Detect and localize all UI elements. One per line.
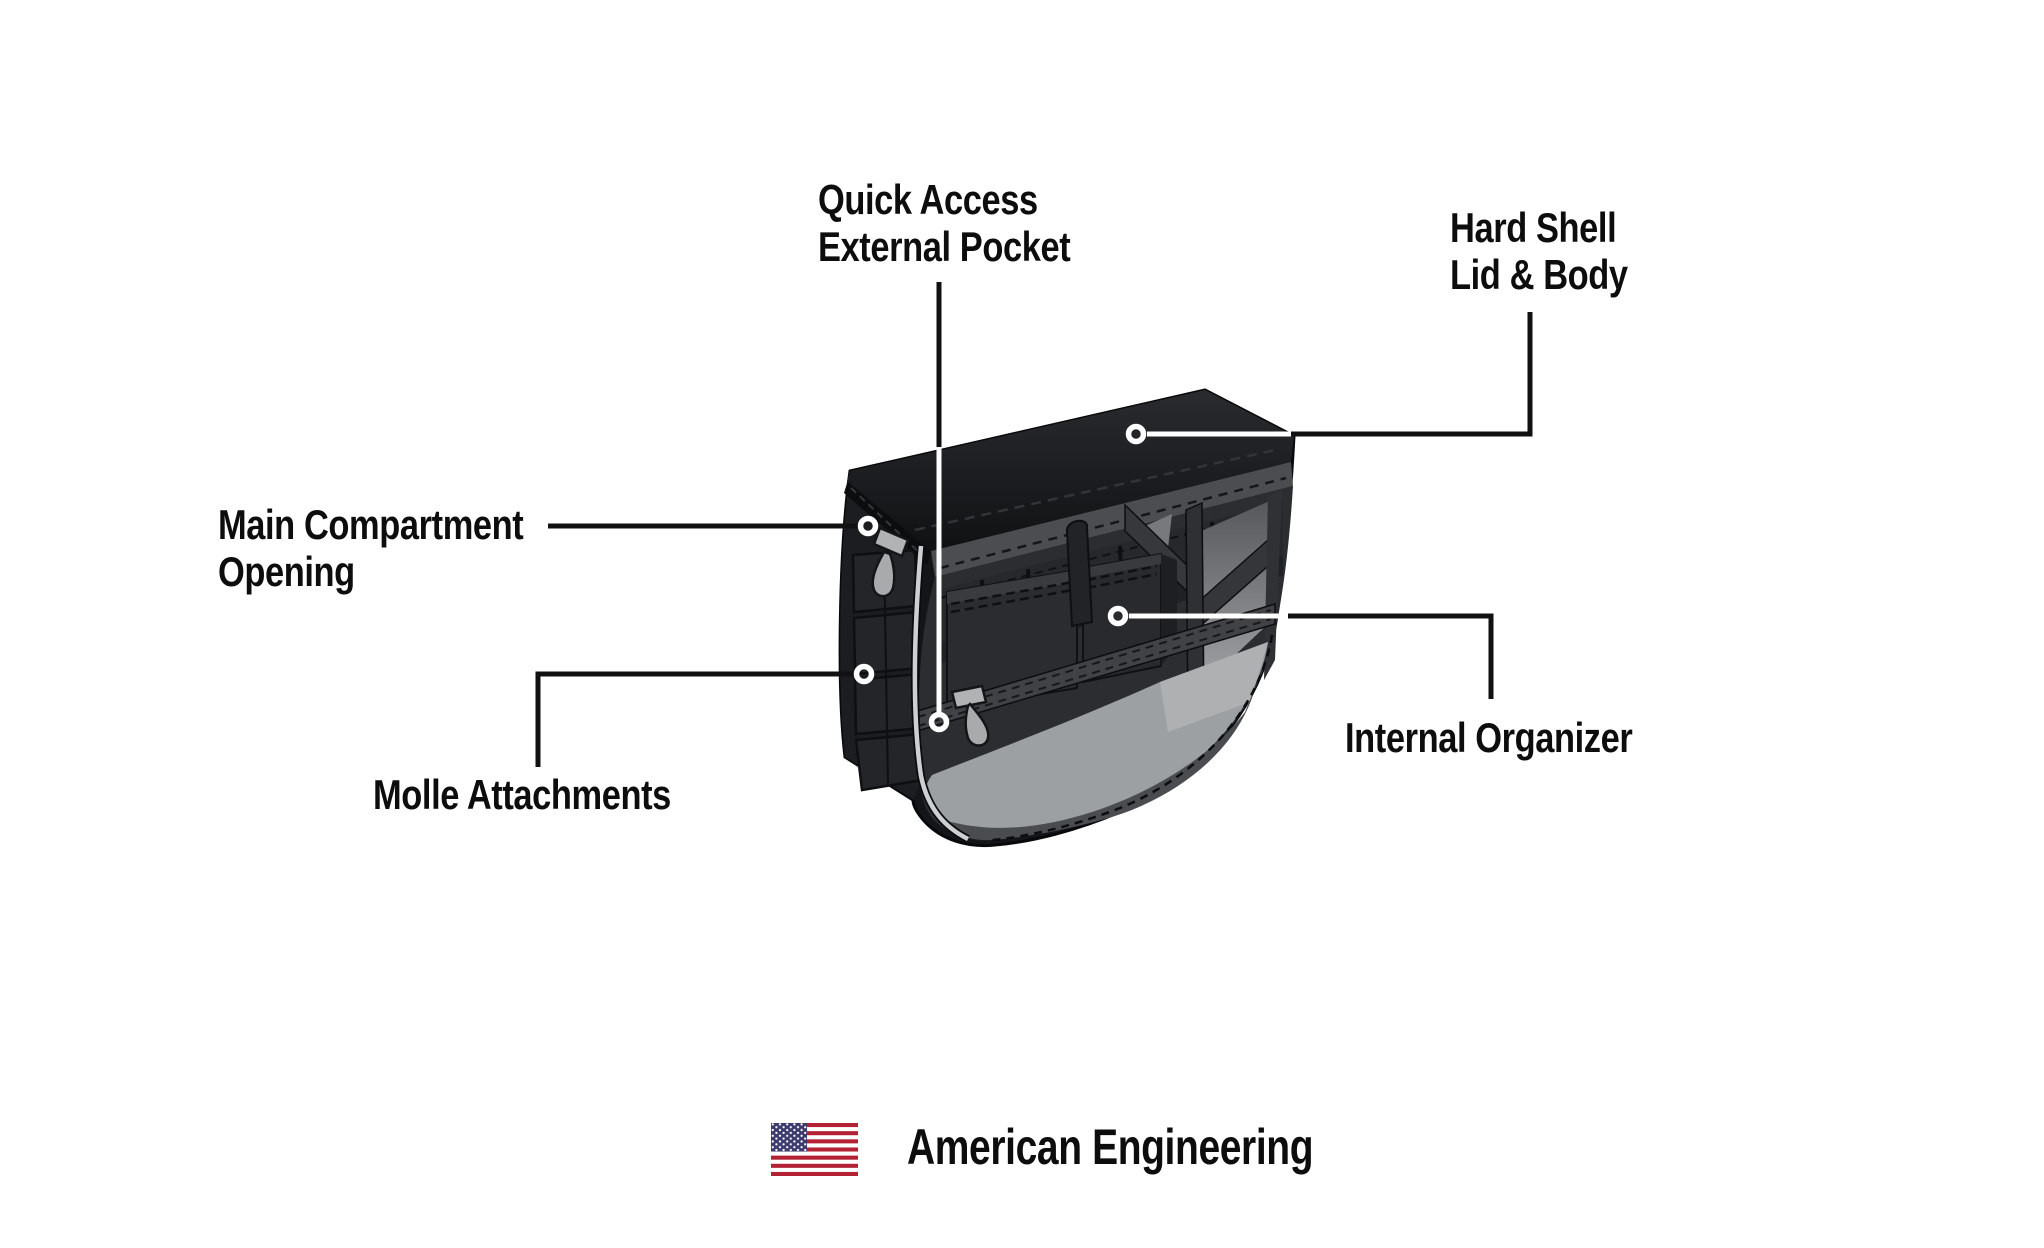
label-line: Opening	[218, 548, 355, 595]
piping	[912, 545, 970, 842]
label-quick-access: Quick Access External Pocket	[818, 176, 1071, 270]
quick-access-marker	[928, 711, 950, 733]
internal-organizer-marker	[1107, 605, 1129, 627]
organizer-hanger-loop	[1065, 519, 1094, 628]
label-line: Lid & Body	[1450, 251, 1628, 298]
molle-marker	[853, 663, 875, 685]
us-flag-icon	[771, 1123, 858, 1176]
callout-lines-black	[535, 282, 1533, 767]
label-line: External Pocket	[818, 223, 1071, 270]
main-compartment-marker	[857, 515, 879, 537]
rim-stitch	[939, 476, 1287, 570]
label-line: Internal Organizer	[1345, 714, 1633, 761]
label-molle: Molle Attachments	[373, 771, 671, 818]
label-line: Molle Attachments	[373, 771, 671, 818]
label-line: Hard Shell	[1450, 204, 1617, 251]
pocket-zipper-pull	[950, 684, 990, 747]
saddlebag-illustration	[838, 388, 1296, 848]
label-line: Quick Access	[818, 176, 1038, 223]
lid-top-stitch	[914, 448, 1276, 532]
molle-line	[535, 671, 853, 767]
callout-lines-white	[936, 431, 1291, 713]
label-main-compartment: Main Compartment Opening	[218, 501, 524, 595]
label-internal-organizer: Internal Organizer	[1345, 714, 1633, 761]
bag-lid-top	[847, 390, 1294, 551]
callout-markers	[853, 423, 1147, 733]
internal-organizer-line-black	[1288, 613, 1494, 699]
hard-shell-line-black	[1291, 312, 1533, 437]
interior-floor	[925, 634, 1274, 842]
footer-tagline: American Engineering	[907, 1119, 1314, 1175]
hard-shell-marker	[1125, 423, 1147, 445]
lid-left-stitch	[850, 487, 924, 557]
main-zipper-pull	[871, 526, 910, 598]
lid-rim-band	[931, 462, 1293, 577]
label-hard-shell: Hard Shell Lid & Body	[1450, 204, 1628, 298]
label-line: Main Compartment	[218, 501, 524, 548]
